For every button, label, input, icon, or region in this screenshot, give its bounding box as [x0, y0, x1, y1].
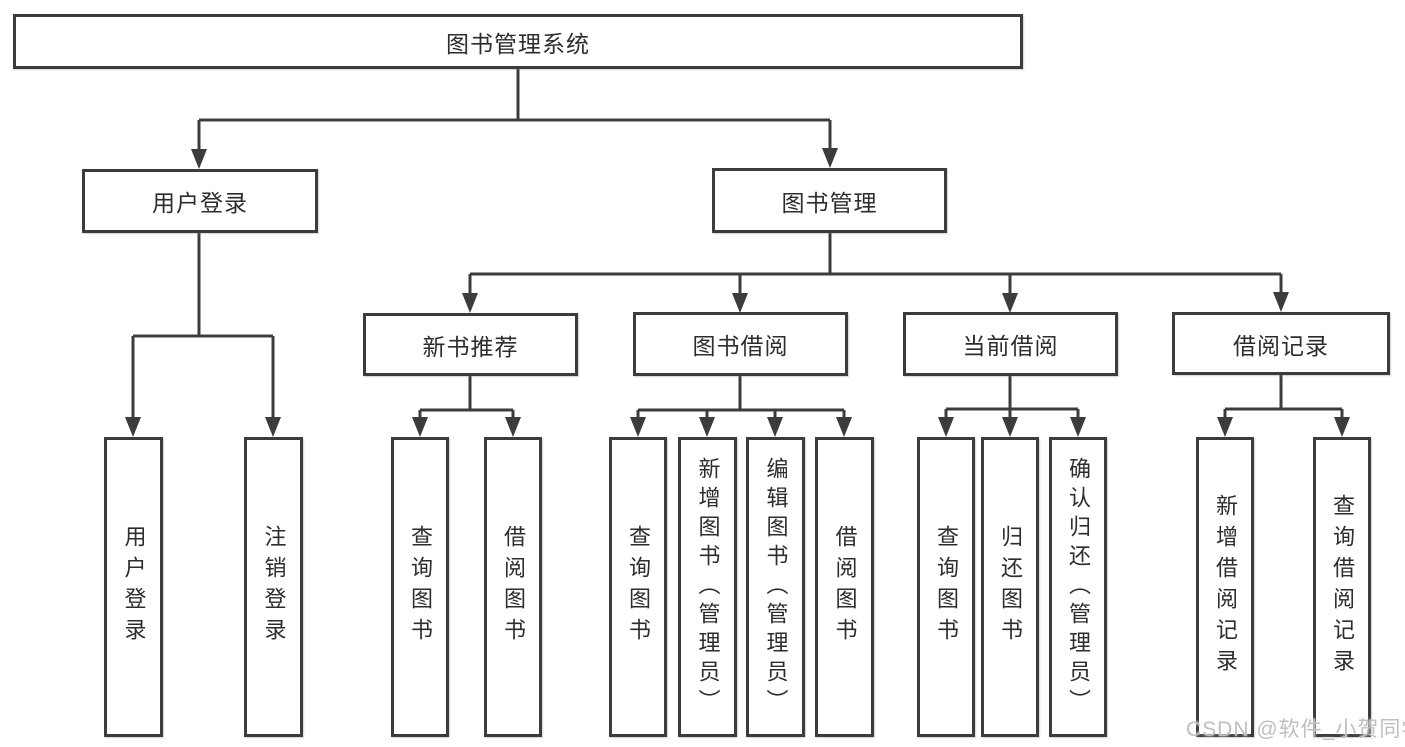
- node-user-login: 用户登录: [82, 169, 318, 233]
- connector-path: [131, 68, 1344, 421]
- node-user-login-label: 用户登录: [152, 190, 248, 216]
- leaf-user-login: 用户登录: [104, 437, 163, 737]
- node-current-borrowing: 当前借阅: [903, 312, 1118, 376]
- leaf-edit-books-admin-label: 编辑图书（管理员）: [763, 456, 789, 718]
- node-book-management-label: 图书管理: [781, 189, 878, 216]
- leaf-query-borrow-record: 查询借阅记录: [1313, 437, 1371, 737]
- watermark: CSDN @软件_小贺同学: [1186, 718, 1405, 741]
- leaf-query-books-current: 查询图书: [917, 437, 975, 737]
- leaf-borrow-books-recommend: 借阅图书: [484, 437, 542, 737]
- leaf-confirm-return-admin: 确认归还（管理员）: [1049, 437, 1107, 737]
- node-library-system: 图书管理系统: [13, 14, 1023, 69]
- leaf-add-books-admin-label: 新增图书（管理员）: [695, 456, 721, 718]
- leaf-query-books-borrow: 查询图书: [609, 437, 667, 737]
- leaf-edit-books-admin: 编辑图书（管理员）: [746, 437, 805, 737]
- node-borrowing-records-label: 借阅记录: [1233, 332, 1329, 359]
- leaf-query-books-borrow-label: 查询图书: [626, 525, 651, 649]
- leaf-borrow-books-recommend-label: 借阅图书: [501, 525, 526, 649]
- node-book-management: 图书管理: [712, 168, 947, 233]
- leaf-add-borrow-record-label: 新增借阅记录: [1213, 494, 1238, 680]
- node-current-borrowing-label: 当前借阅: [962, 333, 1059, 359]
- leaf-borrow-books-label: 借阅图书: [832, 525, 858, 649]
- leaf-query-borrow-record-label: 查询借阅记录: [1330, 494, 1355, 680]
- leaf-user-login-label: 用户登录: [121, 525, 147, 649]
- leaf-add-borrow-record: 新增借阅记录: [1196, 437, 1254, 737]
- leaf-query-books-recommend: 查询图书: [391, 437, 449, 737]
- leaf-query-books-recommend-label: 查询图书: [408, 525, 433, 649]
- leaf-return-books-label: 归还图书: [998, 525, 1023, 649]
- leaf-confirm-return-admin-label: 确认归还（管理员）: [1066, 456, 1091, 718]
- node-borrowing-records: 借阅记录: [1172, 312, 1390, 375]
- leaf-logout-label: 注销登录: [261, 525, 287, 649]
- node-new-book-recommend-label: 新书推荐: [422, 333, 519, 360]
- leaf-query-books-current-label: 查询图书: [934, 525, 959, 649]
- node-new-book-recommend: 新书推荐: [363, 313, 578, 376]
- node-library-system-label: 图书管理系统: [446, 30, 590, 57]
- leaf-return-books: 归还图书: [981, 437, 1039, 737]
- leaf-borrow-books: 借阅图书: [815, 437, 874, 737]
- node-book-borrowing: 图书借阅: [633, 312, 848, 376]
- node-book-borrowing-label: 图书借阅: [692, 333, 789, 359]
- leaf-logout: 注销登录: [244, 437, 303, 737]
- leaf-add-books-admin: 新增图书（管理员）: [678, 437, 737, 737]
